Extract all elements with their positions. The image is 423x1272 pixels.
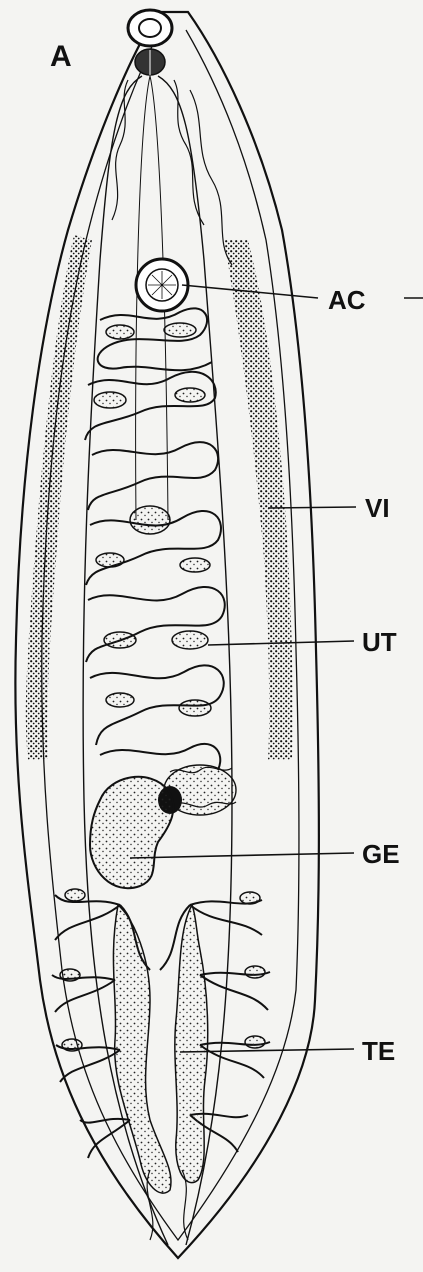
genital-gland xyxy=(90,777,173,888)
testes xyxy=(52,895,270,1158)
label-vitellaria: VI xyxy=(365,493,390,524)
vitellaria-right xyxy=(224,240,293,760)
panel-letter: A xyxy=(50,40,72,74)
label-uterus: UT xyxy=(362,627,397,658)
label-acetabulum: AC xyxy=(328,285,366,316)
vitellaria-left xyxy=(26,235,92,760)
leader-ge xyxy=(130,853,354,858)
leader-vi xyxy=(268,507,356,508)
inner-body-line xyxy=(42,30,299,1240)
label-testes: TE xyxy=(362,1036,395,1067)
label-genital-gland: GE xyxy=(362,839,400,870)
